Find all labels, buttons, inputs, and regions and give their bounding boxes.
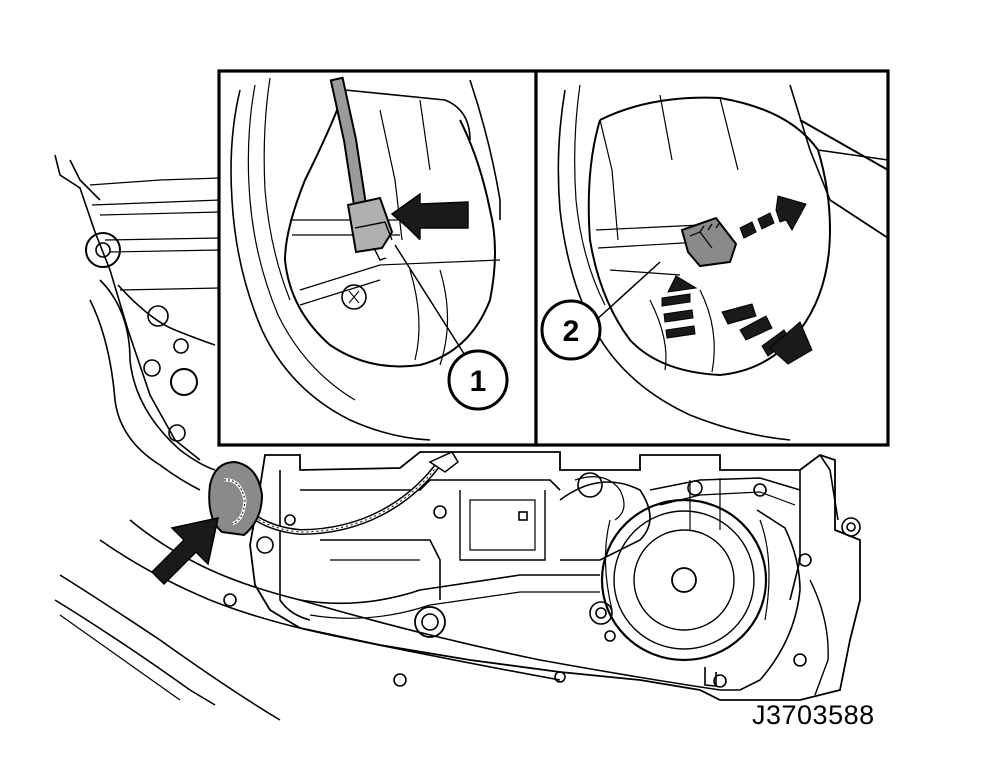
callout-circle-2	[540, 299, 602, 361]
pull-arrow-lower-left-icon	[661, 275, 698, 339]
wiring-harness	[233, 451, 459, 536]
callout-label-2: 2	[563, 315, 580, 348]
detail-panel-right: 2	[534, 69, 890, 447]
callout-label-1: 1	[470, 365, 487, 398]
pull-arrow-up-right-icon	[739, 195, 807, 239]
main-direction-arrow	[150, 517, 219, 586]
push-arrow-icon	[390, 192, 469, 240]
pull-arrow-lower-right-icon	[721, 303, 813, 365]
detail-panel-left: 1	[217, 69, 538, 447]
reference-code: J3703588	[752, 700, 875, 730]
callout-circle-1	[447, 349, 509, 411]
